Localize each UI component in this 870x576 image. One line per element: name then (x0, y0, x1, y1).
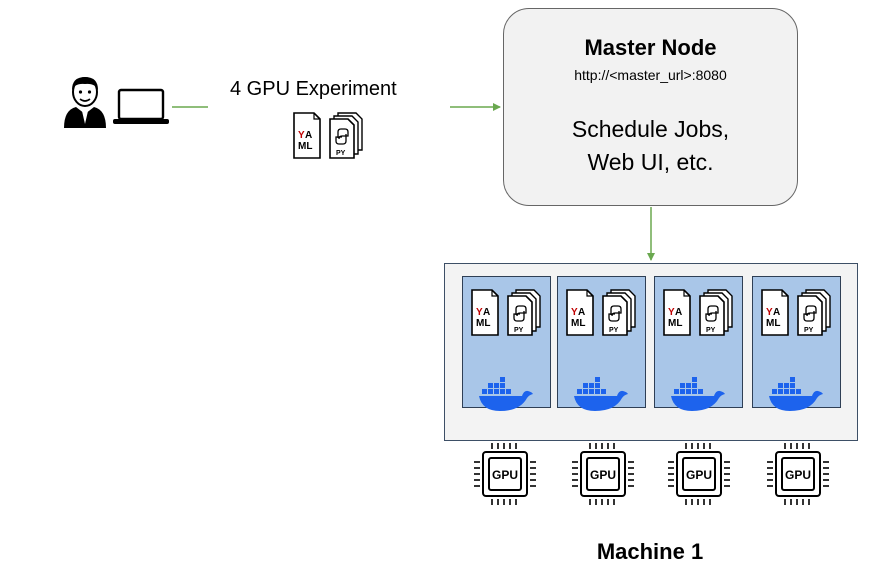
container-files-icon (662, 289, 734, 337)
gpu-label: GPU (590, 468, 616, 482)
master-node-title: Master Node (584, 35, 717, 60)
experiment-files-icon (292, 112, 364, 160)
gpu-label: GPU (686, 468, 712, 482)
master-desc-line-2: Web UI, etc. (587, 149, 714, 175)
container-2 (557, 276, 646, 408)
gpu-chip-icon-3: GPU (667, 440, 731, 508)
master-node-description: Schedule Jobs, Web UI, etc. (504, 113, 797, 179)
master-desc-line-1: Schedule Jobs, (571, 116, 730, 142)
container-files-icon (760, 289, 832, 337)
master-node-box: Master Node http://<master_url>:8080 Sch… (503, 8, 798, 206)
gpu-label: GPU (785, 468, 811, 482)
user-icon (64, 77, 106, 128)
gpu-chip-icon-1: GPU (473, 440, 537, 508)
experiment-label: 4 GPU Experiment (230, 78, 397, 100)
docker-icon (478, 377, 534, 413)
gpu-chip-icon-2: GPU (571, 440, 635, 508)
laptop-icon (113, 88, 169, 124)
docker-icon (768, 377, 824, 413)
machine-label: Machine 1 (596, 539, 704, 564)
docker-icon (670, 377, 726, 413)
container-files-icon (565, 289, 637, 337)
gpu-label: GPU (492, 468, 518, 482)
container-1 (462, 276, 551, 408)
docker-icon (573, 377, 629, 413)
master-node-url: http://<master_url>:8080 (574, 67, 727, 83)
gpu-chip-icon-4: GPU (766, 440, 830, 508)
container-3 (654, 276, 743, 408)
container-4 (752, 276, 841, 408)
container-files-icon (470, 289, 542, 337)
